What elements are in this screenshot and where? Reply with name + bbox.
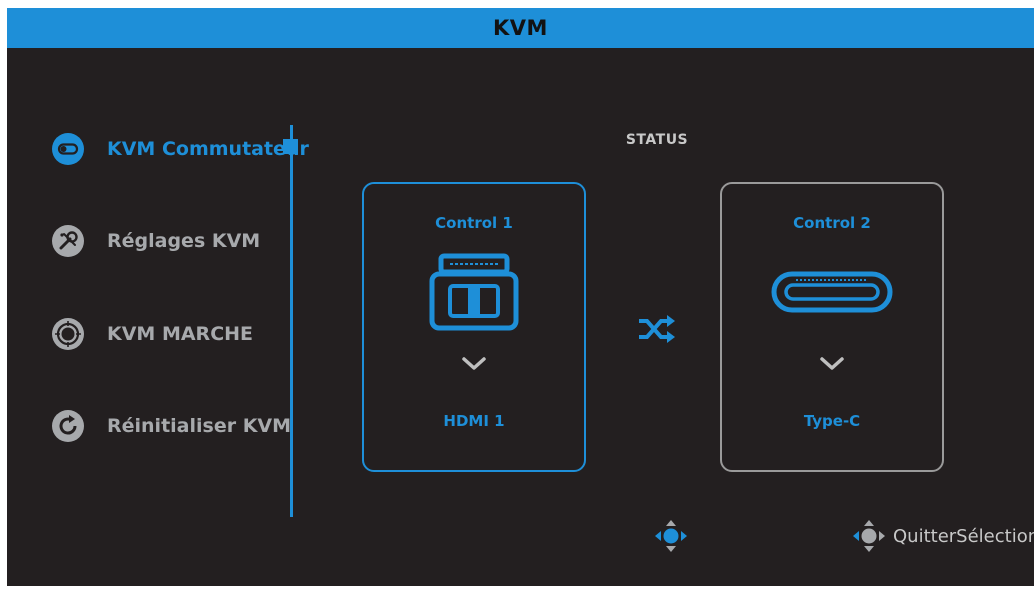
joystick-icon <box>653 518 689 554</box>
shuffle-swap-icon[interactable] <box>637 313 677 345</box>
menu-item-label: Réinitialiser KVM <box>107 415 292 437</box>
power-dial-icon <box>51 317 85 351</box>
control-2-value: Type-C <box>803 412 861 430</box>
control-2-card[interactable]: Control 2 Type-C <box>720 182 944 472</box>
menu-item-kvm-marche[interactable]: KVM MARCHE <box>51 316 253 352</box>
toggle-icon <box>51 132 85 166</box>
quit-selection-hint[interactable]: QuitterSélection <box>851 518 1034 554</box>
menu-selection-marker <box>283 139 298 154</box>
page-title: KVM <box>493 16 548 40</box>
quit-selection-label: QuitterSélection <box>893 525 1034 547</box>
joystick-icon <box>851 518 887 554</box>
menu-item-kvm-commutateur[interactable]: KVM Commutateur <box>51 131 309 167</box>
usb-b-port-icon <box>364 252 584 332</box>
menu-item-label: Réglages KVM <box>107 230 261 252</box>
menu-item-label: KVM MARCHE <box>107 323 254 345</box>
chevron-down-icon <box>364 356 584 372</box>
kvm-osd-panel: KVM KVM Commutateur Réglages KVM <box>7 8 1034 586</box>
control-1-title: Control 1 <box>435 214 513 232</box>
reset-icon <box>51 409 85 443</box>
control-2-title: Control 2 <box>793 214 871 232</box>
menu-item-reglages-kvm[interactable]: Réglages KVM <box>51 223 260 259</box>
control-1-value: HDMI 1 <box>443 412 505 430</box>
wrench-settings-icon <box>51 224 85 258</box>
usb-c-port-icon <box>722 270 942 314</box>
title-bar: KVM <box>7 8 1034 48</box>
chevron-down-icon <box>722 356 942 372</box>
menu-scroll-track <box>290 125 293 517</box>
control-1-card[interactable]: Control 1 HDMI 1 <box>362 182 586 472</box>
menu-item-label: KVM Commutateur <box>107 138 309 160</box>
status-heading: STATUS <box>625 132 689 148</box>
menu-item-reinitialiser-kvm[interactable]: Réinitialiser KVM <box>51 408 291 444</box>
